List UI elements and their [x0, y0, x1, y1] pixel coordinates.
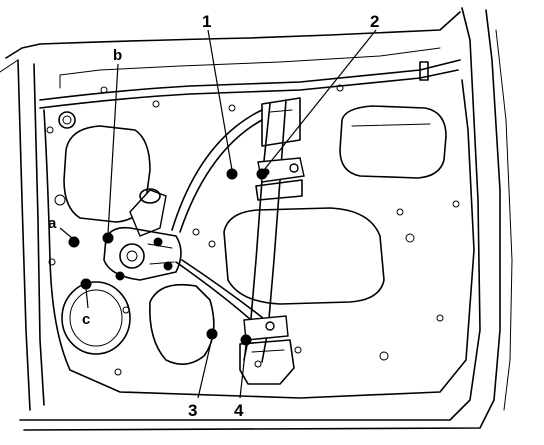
bolt-a [68, 236, 80, 248]
callout-2: 2 [370, 12, 379, 31]
callout-a: a [48, 215, 57, 232]
bolt-motor-3 [163, 261, 173, 271]
door-outer-frame [0, 7, 513, 431]
leader-lines [59, 29, 377, 399]
callout-c: c [82, 311, 90, 328]
callout-3: 3 [188, 401, 197, 420]
callout-1: 1 [202, 12, 211, 31]
bolt-2 [256, 168, 268, 180]
bolt-motor [115, 271, 125, 281]
lower-regulator-bracket [239, 315, 295, 385]
callout-4: 4 [234, 401, 244, 420]
fasteners [68, 168, 268, 346]
bolt-4 [240, 334, 252, 346]
callout-b: b [113, 47, 122, 64]
panel-holes [46, 84, 460, 376]
bolt-motor-2 [153, 237, 163, 247]
bolt-b [102, 232, 114, 244]
regulator-motor [103, 188, 182, 281]
panel-cutouts [58, 105, 447, 365]
inner-panel-top [39, 47, 475, 399]
bolt-c [80, 278, 92, 290]
bolt-3 [206, 328, 218, 340]
bolt-1 [226, 168, 238, 180]
